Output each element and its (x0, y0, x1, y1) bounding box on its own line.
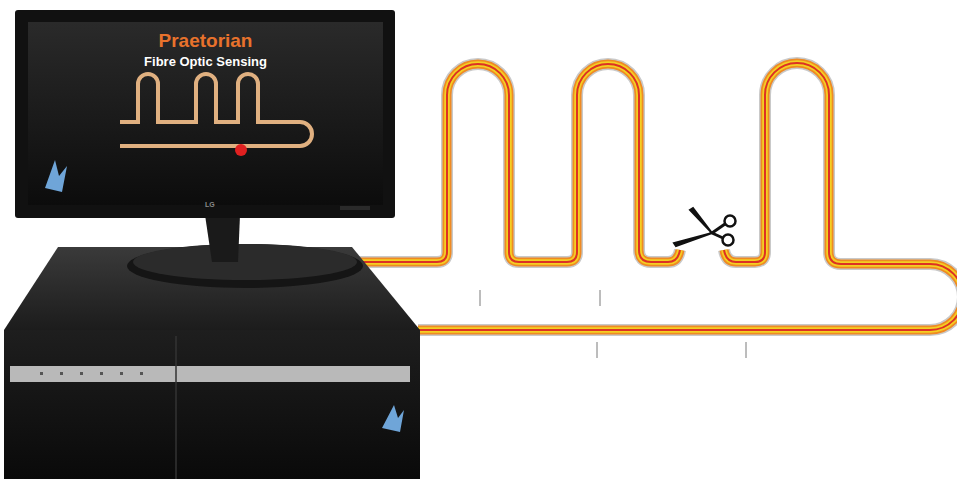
fibre-cable (355, 63, 957, 330)
monitor (15, 10, 395, 218)
screen-fibre-loop (45, 74, 312, 192)
logo (382, 405, 404, 432)
screen-display: PraetorianFibre Optic Sensing (28, 22, 383, 205)
screen-subtitle: Fibre Optic Sensing (28, 54, 383, 69)
monitor-stand (127, 215, 363, 288)
logo (45, 160, 67, 192)
scissors-symbol (674, 208, 736, 246)
tick-mark (480, 290, 746, 358)
screen-title: Praetorian (28, 30, 383, 52)
brand-label: LG (205, 201, 215, 208)
